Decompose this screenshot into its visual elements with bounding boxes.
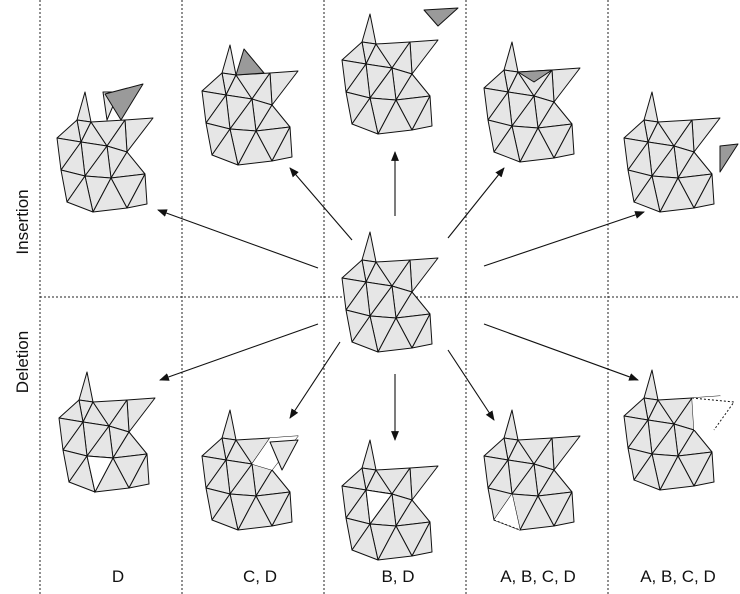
deleted-triangle-hole [365, 489, 393, 526]
detached-triangle [269, 439, 299, 471]
deletion-mesh-col4 [483, 409, 581, 531]
arrow-right-down [483, 323, 639, 381]
arrow-down-right [447, 349, 495, 421]
arrow-right-up [483, 211, 645, 267]
arrow-left-down [159, 323, 319, 381]
deletion-mesh-col3 [341, 439, 439, 561]
arrow-left-up [157, 209, 319, 269]
column-label-5: A, B, C, D [640, 567, 716, 586]
deleted-triangle-hole [86, 455, 114, 494]
dotted-edge [493, 519, 521, 531]
insertion-mesh-col3 [341, 13, 439, 135]
arrows [157, 151, 645, 441]
row-label-insertion: Insertion [13, 189, 32, 254]
arrow-up-left [289, 167, 353, 241]
insertion-mesh-col1 [56, 83, 154, 213]
row-label-deletion: Deletion [13, 331, 32, 393]
arrow-up-right [447, 167, 505, 239]
central-mesh [341, 231, 439, 353]
inserted-triangle [719, 143, 739, 173]
deletion-mesh-col2 [201, 409, 299, 531]
dotted-edge [691, 397, 735, 431]
inserted-triangle [517, 69, 553, 83]
inserted-triangle [104, 83, 144, 121]
insertion-mesh-col5 [623, 91, 739, 213]
inserted-triangle-floating [423, 7, 459, 27]
insertion-mesh-col4 [483, 41, 581, 163]
deletion-mesh-col5 [623, 369, 735, 491]
inserted-triangle [235, 48, 265, 76]
column-label-2: C, D [243, 567, 277, 586]
arrow-down-left [289, 341, 341, 419]
insertion-mesh-col2 [201, 44, 299, 166]
deletion-mesh-col1 [58, 371, 156, 494]
column-label-1: D [112, 567, 124, 586]
column-label-4: A, B, C, D [500, 567, 576, 586]
column-label-3: B, D [381, 567, 414, 586]
